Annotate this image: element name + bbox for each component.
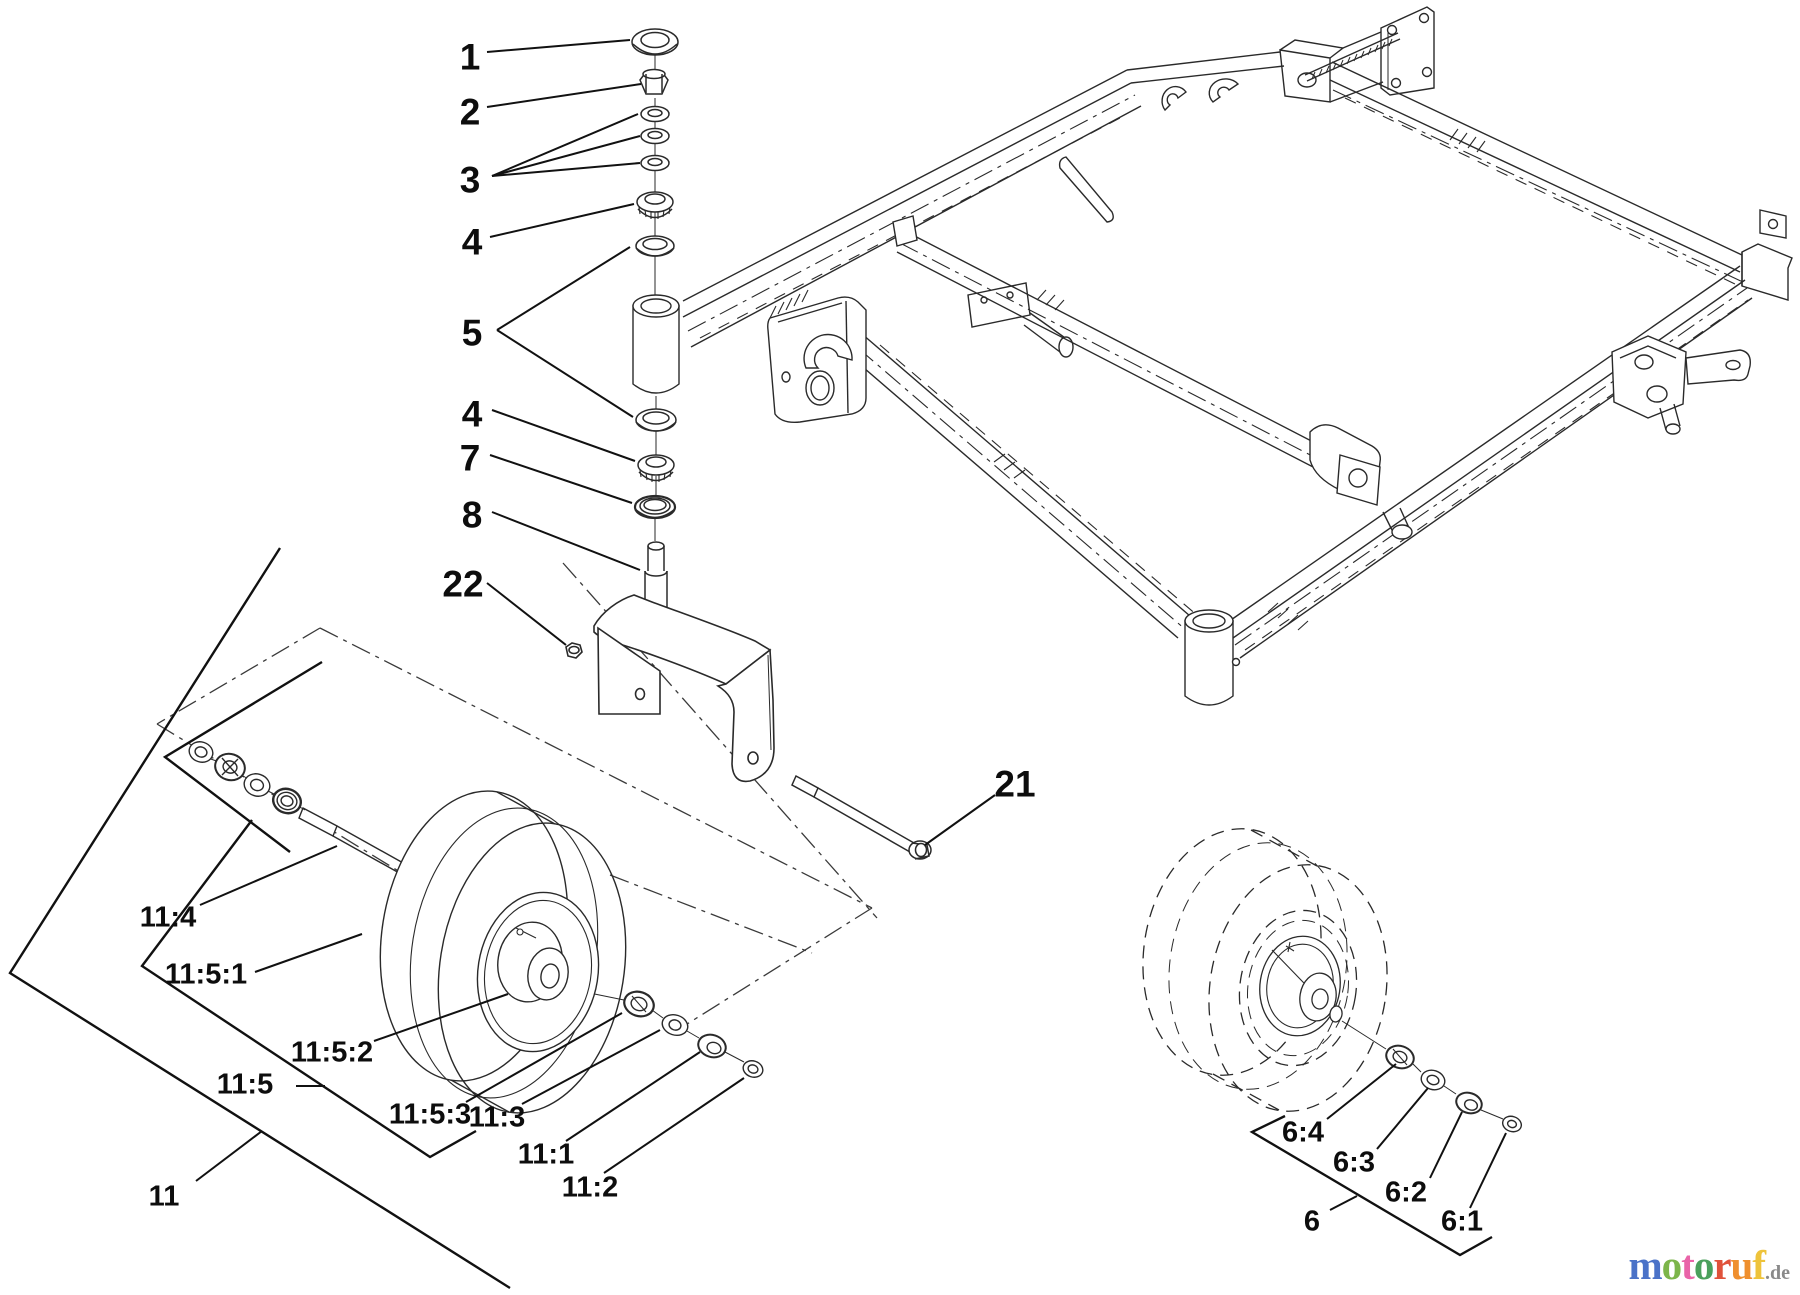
- upper-bearing: [636, 191, 674, 219]
- mid-cross-rail: [892, 215, 1353, 485]
- axis-line: [654, 55, 657, 541]
- upper-cup-washer: [635, 235, 675, 257]
- threaded-rod: [1304, 32, 1401, 82]
- callout-11-2: 11:2: [561, 1171, 619, 1204]
- watermark-logo: motoruf.de: [1629, 1241, 1790, 1289]
- callout-22: 22: [442, 563, 484, 605]
- lock-nut: [639, 68, 669, 95]
- callout-6-2: 6:2: [1385, 1176, 1427, 1209]
- mid-rail-bracket: [967, 282, 1074, 358]
- logo-suffix: .de: [1765, 1262, 1790, 1284]
- callout-11-3: 11:3: [468, 1101, 526, 1134]
- caster-fork: [565, 594, 775, 783]
- logo-letter: r: [1713, 1242, 1731, 1288]
- logo-letter: o: [1661, 1242, 1682, 1288]
- callout-1: 1: [459, 36, 481, 78]
- washer-set: [640, 105, 670, 172]
- lift-blade: [1058, 156, 1114, 223]
- left-wheel-assembly: [188, 741, 764, 1114]
- logo-letter: u: [1730, 1242, 1754, 1288]
- leader-lines: [195, 39, 1507, 1211]
- right-bearing-row: [1385, 1044, 1523, 1133]
- callout-11-5: 11:5: [216, 1068, 274, 1101]
- rear-lift-bracket: [1309, 424, 1413, 540]
- bracket-11-5: [140, 819, 477, 1159]
- outer-bearing-row: [623, 990, 764, 1078]
- callout-11-5-3: 11:5:3: [388, 1098, 472, 1131]
- rear-rail: [1227, 265, 1753, 659]
- callout-4: 4: [461, 221, 483, 263]
- grease-seal: [633, 494, 677, 520]
- callout-11-1: 11:1: [517, 1138, 575, 1171]
- logo-letter: f: [1752, 1242, 1766, 1288]
- front-clevis-bracket: [767, 296, 867, 424]
- callout-7: 7: [459, 437, 481, 479]
- left-rim-hub: [476, 891, 600, 1053]
- right-rail-end: [1741, 209, 1793, 301]
- hook-brackets: [1161, 78, 1240, 112]
- right-axis-line: [1341, 1020, 1504, 1120]
- bracket-11: [8, 547, 511, 1290]
- bracket-bearing-group: [162, 660, 323, 853]
- front-left-rail: [682, 69, 1142, 348]
- callout-6-3: 6:3: [1333, 1146, 1375, 1179]
- callout-3: 3: [459, 159, 481, 201]
- right-side-rail: [1329, 61, 1744, 285]
- right-hub: [1259, 935, 1343, 1037]
- axle-bolt-21: [791, 774, 932, 860]
- callout-5: 5: [461, 312, 483, 354]
- left-cross-rail: [849, 333, 1206, 639]
- callout-4b: 4: [461, 393, 483, 435]
- callout-6: 6: [1303, 1205, 1321, 1238]
- logo-letter: o: [1693, 1242, 1714, 1288]
- lower-bearing: [637, 454, 675, 482]
- callout-6-1: 6:1: [1441, 1205, 1483, 1238]
- lower-cup-washer: [635, 408, 677, 432]
- left-caster-socket: [632, 294, 680, 394]
- callout-2: 2: [459, 91, 481, 133]
- fork-arm: [715, 648, 775, 783]
- frame-assembly: [632, 6, 1793, 706]
- fork-leg-hole: [634, 687, 646, 701]
- fork-axle-hole: [747, 751, 759, 765]
- right-caster-socket: [1184, 609, 1241, 706]
- logo-letter: t: [1681, 1242, 1695, 1288]
- spindle-stack: [631, 28, 679, 622]
- callout-11-4: 11:4: [139, 901, 197, 934]
- callout-21: 21: [994, 763, 1036, 805]
- logo-letter: m: [1628, 1242, 1663, 1288]
- right-pivot-bracket: [1611, 335, 1751, 435]
- callout-11: 11: [148, 1180, 180, 1213]
- right-wheel-assembly: [1142, 828, 1523, 1133]
- dust-cap: [631, 28, 679, 56]
- bracket-6: [1249, 1114, 1493, 1257]
- callout-6-4: 6:4: [1282, 1116, 1324, 1149]
- fork-nut-22: [565, 642, 583, 659]
- callout-11-5-1: 11:5:1: [164, 958, 248, 991]
- mounting-plate: [1380, 6, 1435, 96]
- callout-11-5-2: 11:5:2: [290, 1036, 374, 1069]
- inner-bearing-row: [188, 741, 303, 815]
- callout-8: 8: [461, 494, 483, 536]
- callout-brackets: [8, 547, 1493, 1290]
